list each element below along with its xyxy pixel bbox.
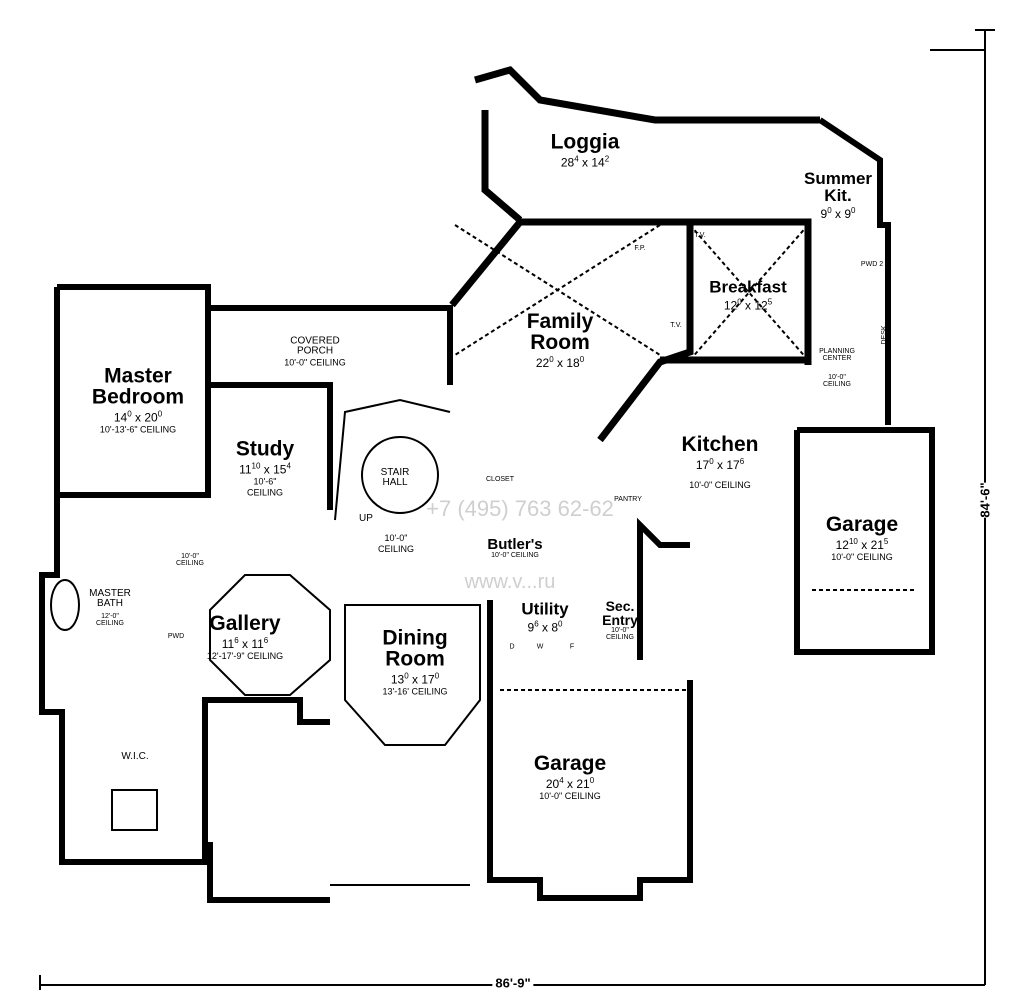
room-name: Master (104, 364, 172, 388)
room-dimensions: 220 x 180 (535, 355, 585, 370)
room-name: Kit. (824, 186, 852, 205)
room-dining-room: Dining Room 130 x 170 13'-16' CEILING (382, 626, 448, 697)
room-name: Gallery (209, 612, 281, 635)
room-master-bedroom: Master Bedroom 140 x 200 10'-13'-6" CEIL… (91, 364, 185, 435)
room-name: Room (385, 647, 445, 671)
room-dimensions: 96 x 80 (527, 619, 563, 635)
room-name: Dining (382, 626, 448, 650)
room-loggia: Loggia 284 x 142 (551, 132, 620, 169)
room-dimensions: 1110 x 154 (239, 461, 291, 477)
room-butlers: Butler's 10'-0" CEILING (487, 536, 543, 559)
room-dimensions: 170 x 176 (695, 457, 745, 472)
room-name: Room (530, 331, 590, 354)
room-dimensions: 120 x 125 (723, 297, 773, 313)
room-name: Kitchen (681, 433, 759, 456)
room-name: Garage (825, 513, 899, 536)
room-name: Study (235, 437, 295, 461)
room-master-bath: MASTER BATH 12'-0" CEILING (89, 588, 131, 628)
room-kitchen: Kitchen 170 x 176 10'-0" CEILING (681, 433, 759, 490)
room-garage-main: Garage 204 x 210 10'-0" CEILING (533, 752, 607, 801)
room-dimensions: 1210 x 215 (835, 537, 889, 552)
room-planning-center: PLANNING CENTER 10'-0" CEILING (819, 348, 855, 388)
room-wic: W.I.C. (121, 751, 149, 762)
room-name: Family (526, 310, 594, 333)
room-dimensions: 116 x 116 (221, 636, 269, 651)
room-summer-kitchen: Summer Kit. 90 x 90 (804, 170, 872, 220)
room-breakfast: Breakfast 120 x 125 (709, 279, 787, 312)
room-dimensions: 90 x 90 (820, 206, 856, 221)
hall-ceiling: 10'-0"CEILING (175, 553, 205, 567)
room-name: Summer (803, 169, 873, 188)
room-covered-porch: COVERED PORCH 10'-0" CEILING (284, 335, 346, 368)
room-stair-hall: STAIR HALL (380, 467, 410, 488)
room-garage-side: Garage 1210 x 215 10'-0" CEILING (825, 513, 899, 562)
dryer-label: D (509, 643, 515, 651)
room-pantry: PANTRY (614, 496, 642, 503)
room-name: Garage (533, 752, 607, 775)
room-pwd: PWD (167, 633, 185, 640)
room-utility: Utility 96 x 80 (521, 601, 568, 634)
room-name: Bedroom (91, 385, 185, 409)
watermark-site: www.v...ru (464, 571, 556, 593)
room-sec-entry: Sec. Entry 10'-0" CEILING (602, 598, 638, 641)
watermark-phone: +7 (495) 763 62-62 (426, 496, 614, 521)
room-gallery: Gallery 116 x 116 12'-17'-9" CEILING (206, 612, 284, 661)
room-dimensions: 140 x 200 (113, 409, 163, 425)
tv-label: T.V. (670, 322, 682, 329)
tv-label: T.V. (694, 232, 706, 239)
desk-label: DESK (881, 325, 888, 345)
fireplace-label: F.P. (634, 245, 646, 252)
freezer-label: F (569, 643, 575, 651)
room-name: Loggia (550, 130, 620, 154)
room-study: Study 1110 x 154 10'-6" CEILING (235, 437, 295, 498)
washer-label: W (536, 643, 544, 651)
room-closet: CLOSET (485, 476, 515, 483)
overall-width: 86'-9" (492, 976, 534, 990)
stair-hall-ceiling: 10'-0"CEILING (377, 533, 415, 554)
room-family-room: Family Room 220 x 180 (527, 311, 594, 369)
room-dimensions: 284 x 142 (560, 154, 610, 170)
room-name: Utility (521, 599, 569, 619)
room-pwd2: PWD 2 (860, 261, 884, 268)
room-name: Breakfast (709, 277, 787, 297)
room-dimensions: 130 x 170 (390, 671, 440, 687)
stair-up-label: UP (359, 513, 373, 524)
overall-depth: 84'-6" (977, 482, 993, 518)
room-dimensions: 204 x 210 (545, 776, 595, 791)
